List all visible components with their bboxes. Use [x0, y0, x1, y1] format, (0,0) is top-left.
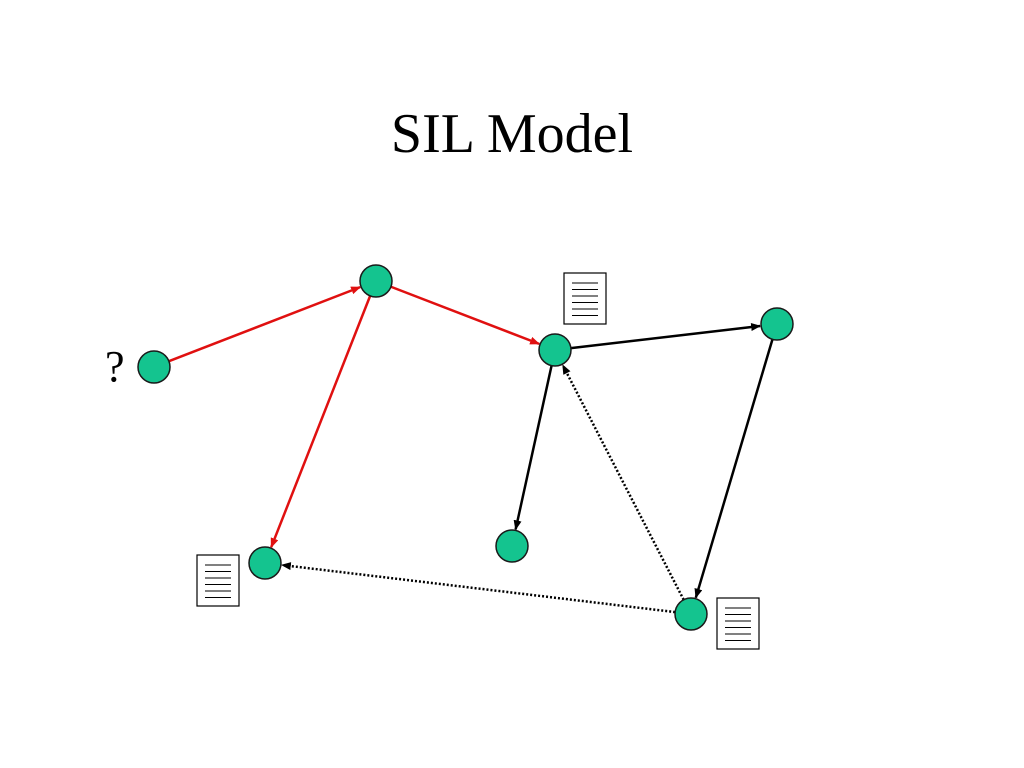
query-label: ? [105, 342, 125, 391]
slide-title: SIL Model [390, 103, 634, 165]
edge-top-node-to-bottom-left-node [270, 295, 372, 549]
nodes-layer [137, 264, 794, 631]
edge-center-node-to-lower-middle-node [513, 365, 553, 531]
edge-right-node-to-bottom-right-node [694, 338, 774, 599]
document-icon [196, 554, 240, 607]
edge-query-node-to-top-node [168, 285, 362, 363]
edge-top-node-to-center-node [390, 285, 541, 346]
top-node [359, 264, 393, 298]
edges-layer [168, 285, 774, 614]
bottom-right-node [674, 597, 708, 631]
center-node [538, 333, 572, 367]
document-icon [716, 597, 760, 650]
right-node [760, 307, 794, 341]
bottom-left-node [248, 546, 282, 580]
edge-center-node-to-right-node [570, 323, 762, 350]
document-icon [563, 272, 607, 325]
documents-layer [196, 272, 760, 650]
lower-middle-node [495, 529, 529, 563]
edge-bottom-right-node-to-center-node [561, 364, 685, 601]
edge-bottom-right-node-to-bottom-left-node [280, 562, 676, 614]
query-node [137, 350, 171, 384]
